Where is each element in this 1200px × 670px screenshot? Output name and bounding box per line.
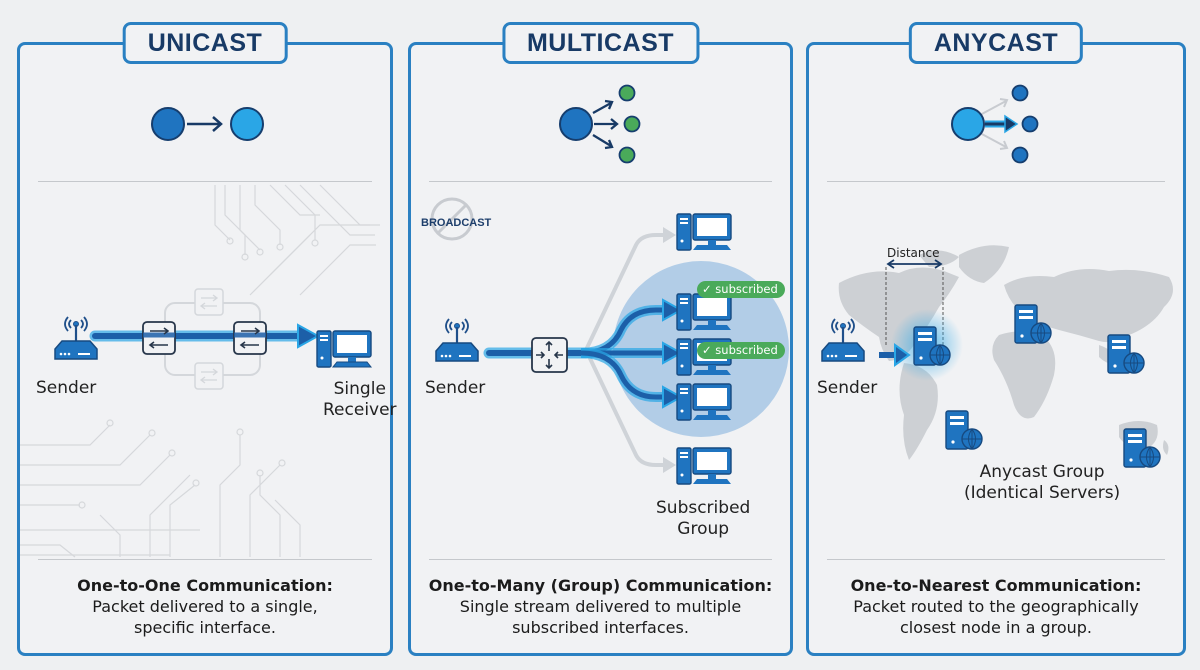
- router-icon: [435, 318, 479, 362]
- distance-label: Distance: [887, 246, 940, 260]
- broadcast-label: BROADCAST: [421, 217, 492, 229]
- top-divider: [38, 181, 372, 182]
- router-icon: [821, 318, 865, 362]
- multicast-stream-arrows: [483, 298, 684, 409]
- server-globe-icon: [1107, 334, 1145, 374]
- subscribed-badge: ✓ subscribed: [697, 342, 785, 359]
- top-divider: [429, 181, 772, 182]
- badge-text: subscribed: [715, 282, 778, 296]
- unicast-symbol-icon: [151, 107, 264, 141]
- router-switch-icon: [531, 337, 568, 373]
- server-globe-icon: [1123, 428, 1161, 468]
- unicast-description: One-to-One Communication: Packet deliver…: [20, 575, 390, 638]
- description-heading: One-to-One Communication:: [77, 576, 333, 595]
- unicast-title: UNICAST: [122, 22, 288, 64]
- receiver-node: [618, 84, 636, 102]
- computer-icon: [316, 330, 373, 368]
- sender-label: Sender: [817, 378, 878, 398]
- description-line: Packet routed to the geographically: [853, 597, 1139, 616]
- server-globe-icon: [1014, 304, 1052, 344]
- sender-label: Sender: [425, 378, 486, 398]
- unicast-stream-arrow: [89, 323, 321, 349]
- anycast-group-label: Anycast Group (Identical Servers): [964, 462, 1120, 504]
- description-line: Single stream delivered to multiple: [459, 597, 742, 616]
- computer-icon: [676, 213, 732, 251]
- subscribed-badge: ✓ subscribed: [697, 281, 785, 298]
- unicast-panel: UNICAST: [17, 22, 397, 656]
- alternate-route-paths: [164, 288, 261, 390]
- bottom-divider: [38, 559, 372, 560]
- anycast-panel: ANYCAST Distance: [806, 22, 1186, 656]
- source-node: [951, 107, 985, 141]
- source-node: [151, 107, 185, 141]
- subscribed-group-label: Subscribed Group: [656, 498, 750, 540]
- computer-icon: [676, 293, 732, 331]
- group-label-line1: Subscribed: [656, 498, 751, 518]
- bottom-divider: [827, 559, 1165, 560]
- description-line: specific interface.: [134, 618, 276, 637]
- receiver-label-line2: Receiver: [323, 400, 397, 420]
- anycast-title: ANYCAST: [908, 22, 1084, 64]
- destination-node: [230, 107, 264, 141]
- top-divider: [827, 181, 1165, 182]
- receiver-node: [618, 146, 636, 164]
- multicast-description: One-to-Many (Group) Communication: Singl…: [411, 575, 790, 638]
- anycast-description: One-to-Nearest Communication: Packet rou…: [809, 575, 1183, 638]
- multicast-title: MULTICAST: [501, 22, 700, 64]
- description-line: closest node in a group.: [899, 618, 1093, 637]
- sender-label: Sender: [36, 378, 97, 398]
- target-node: [1011, 84, 1029, 102]
- group-label-line2: Group: [677, 519, 730, 539]
- group-label-line2: (Identical Servers): [964, 483, 1121, 503]
- description-line: Packet delivered to a single,: [92, 597, 318, 616]
- group-label-line1: Anycast Group: [979, 462, 1105, 482]
- computer-icon: [676, 383, 732, 421]
- source-node: [559, 107, 593, 141]
- switch-icon: [142, 321, 176, 355]
- multicast-panel: MULTICAST BROADCAST: [408, 22, 793, 656]
- target-node: [1021, 115, 1039, 133]
- anycast-stream-arrow: [879, 343, 911, 367]
- switch-icon: [233, 321, 267, 355]
- router-icon: [54, 316, 98, 360]
- multicast-symbol-icon: [559, 84, 641, 164]
- description-heading: One-to-Nearest Communication:: [850, 576, 1142, 595]
- unsubscribed-paths: [584, 227, 676, 473]
- bottom-divider: [429, 559, 772, 560]
- no-broadcast-icon: [430, 197, 474, 241]
- circuit-pattern: [20, 184, 380, 558]
- description-heading: One-to-Many (Group) Communication:: [428, 576, 773, 595]
- target-node: [1011, 146, 1029, 164]
- computer-icon: [676, 447, 732, 485]
- server-globe-icon: [945, 410, 983, 450]
- server-globe-icon: [913, 326, 951, 366]
- description-line: subscribed interfaces.: [512, 618, 689, 637]
- anycast-symbol-icon: [951, 84, 1039, 164]
- receiver-label: Single Receiver: [323, 379, 397, 421]
- receiver-label-line1: Single: [333, 379, 386, 399]
- receiver-node: [623, 115, 641, 133]
- badge-text: subscribed: [715, 343, 778, 357]
